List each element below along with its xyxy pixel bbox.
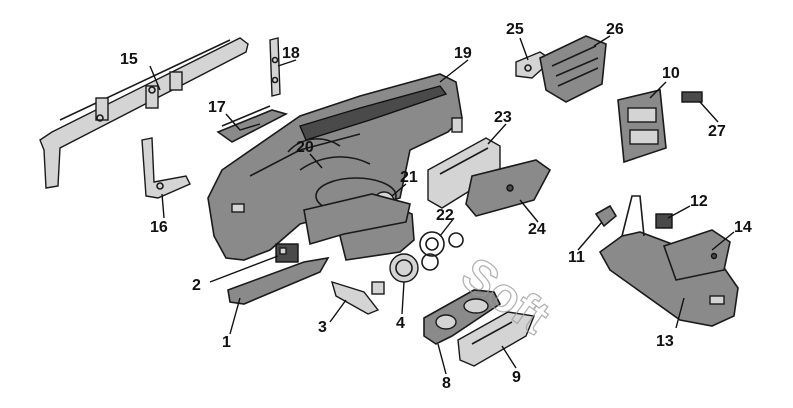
part-19-instrument-panel xyxy=(207,73,463,261)
part-13-center-console xyxy=(598,195,739,327)
part-15-crossmember-beam xyxy=(39,37,249,189)
callout-22: 22 xyxy=(436,207,454,224)
callout-9: 9 xyxy=(512,369,521,386)
part-18-vertical-bracket xyxy=(269,37,281,97)
part-10-vent-bezel xyxy=(617,89,667,164)
callout-27: 27 xyxy=(708,123,726,140)
part-2-switch xyxy=(275,243,299,263)
part-16-lower-bracket xyxy=(141,137,191,199)
callout-10: 10 xyxy=(662,65,680,82)
part-22-control-knobs xyxy=(419,231,464,271)
part-4-gauge xyxy=(389,253,419,283)
callout-4: 4 xyxy=(396,315,405,332)
callout-13: 13 xyxy=(656,333,674,350)
callout-24: 24 xyxy=(528,221,546,238)
callout-20: 20 xyxy=(296,139,314,156)
callout-16: 16 xyxy=(150,219,168,236)
callout-21: 21 xyxy=(400,169,418,186)
leader-lines xyxy=(149,35,735,375)
callout-18: 18 xyxy=(282,45,300,62)
part-12-console-switch xyxy=(655,213,673,229)
part-3-cover-plate xyxy=(330,280,385,315)
callout-17: 17 xyxy=(208,99,226,116)
part-11-shifter-bezel xyxy=(594,204,618,228)
callout-14: 14 xyxy=(734,219,752,236)
part-1-lower-trim-panel xyxy=(227,256,330,305)
part-9-cluster-lens xyxy=(457,311,535,367)
callout-8: 8 xyxy=(442,375,451,392)
callout-11: 11 xyxy=(568,249,585,266)
center-bezel xyxy=(303,193,415,261)
callout-23: 23 xyxy=(494,109,512,126)
callout-labels: 1 2 3 4 8 9 10 11 12 13 14 15 16 17 18 1… xyxy=(120,21,752,392)
callout-25: 25 xyxy=(506,21,524,38)
callout-12: 12 xyxy=(690,193,708,210)
part-27-small-switch xyxy=(681,91,703,103)
callout-3: 3 xyxy=(318,319,327,336)
callout-19: 19 xyxy=(454,45,472,62)
callout-26: 26 xyxy=(606,21,624,38)
part-8-cluster-bezel xyxy=(423,289,502,345)
callout-15: 15 xyxy=(120,51,138,68)
callout-2: 2 xyxy=(192,277,201,294)
part-14-console-lid xyxy=(662,229,731,281)
part-20-cluster-hood xyxy=(287,138,371,171)
callout-1: 1 xyxy=(222,334,231,351)
part-26-air-vent xyxy=(539,35,607,103)
part-24-glovebox xyxy=(465,159,552,217)
